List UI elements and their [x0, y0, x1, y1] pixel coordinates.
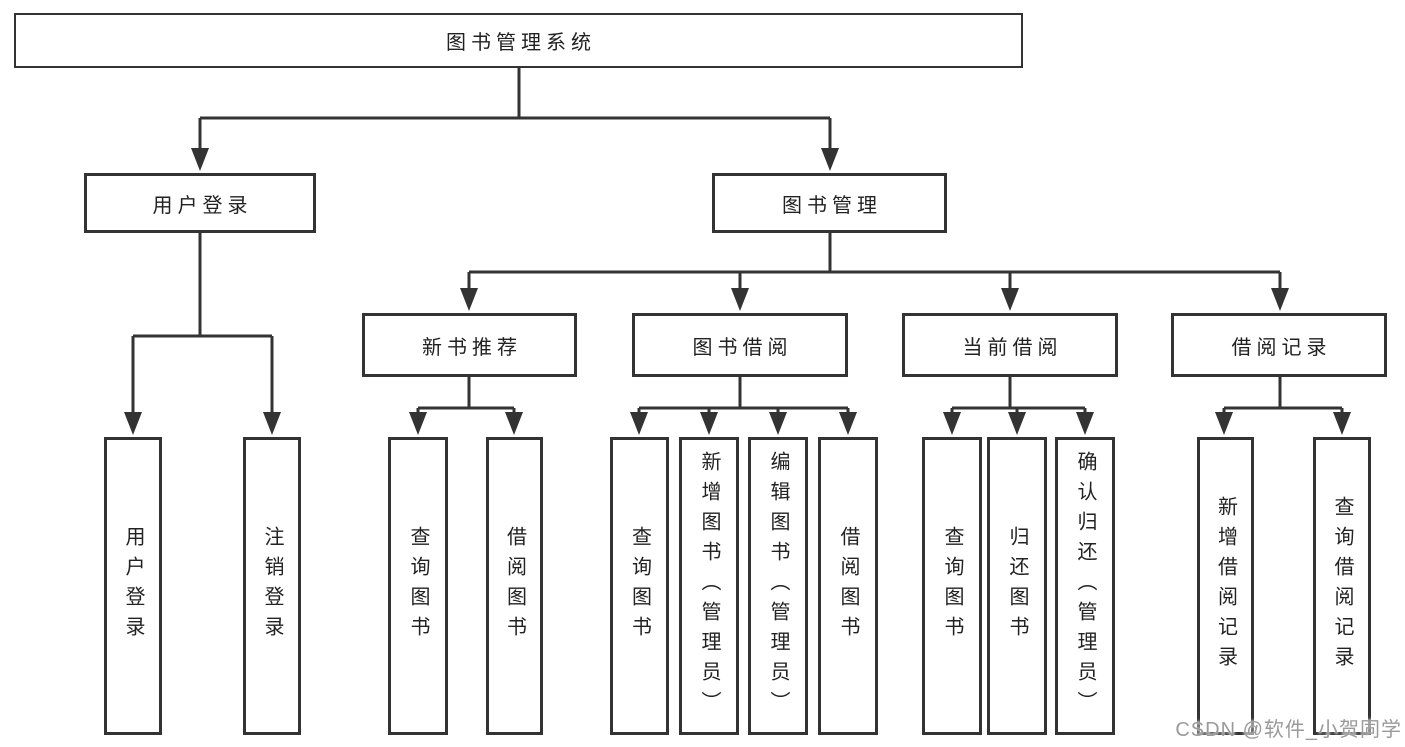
node-label: 借阅图书	[837, 526, 859, 646]
node-label: 查询图书	[628, 526, 651, 646]
connector-current-borrowing-children	[943, 377, 1094, 435]
leaf-edit-books-admin: 编辑图书（管理员）	[748, 437, 808, 735]
leaf-query-books-recommend: 查询图书	[388, 437, 448, 735]
node-label: 当前借阅	[962, 336, 1063, 359]
node-label: 借阅图书	[503, 526, 526, 646]
leaf-query-books-borrowing: 查询图书	[610, 437, 669, 735]
node-library-system: 图书管理系统	[14, 13, 1023, 68]
node-label: 归还图书	[1006, 526, 1028, 646]
node-user-login: 用户登录	[84, 173, 316, 233]
node-label: 用户登录	[152, 194, 253, 217]
node-label: 图书借阅	[692, 336, 793, 359]
csdn-watermark: CSDN @软件_小贺同学	[1175, 719, 1402, 741]
node-label: 查询图书	[941, 526, 963, 646]
node-label: 注销登录	[261, 526, 283, 646]
connector-root-to-level2	[191, 68, 839, 171]
node-label: 编辑图书（管理员）	[767, 451, 789, 721]
node-label: 查询借阅记录	[1331, 496, 1353, 676]
leaf-query-borrow-record: 查询借阅记录	[1313, 437, 1371, 735]
leaf-confirm-return-admin: 确认归还（管理员）	[1055, 437, 1115, 735]
node-book-borrowing: 图书借阅	[632, 313, 848, 377]
node-label: 图书管理	[782, 194, 882, 217]
node-label: 借阅记录	[1231, 336, 1332, 359]
node-current-borrowing: 当前借阅	[902, 313, 1118, 377]
leaf-borrow-books-recommend: 借阅图书	[486, 437, 543, 735]
node-new-book-recommendation: 新书推荐	[362, 313, 577, 377]
connector-book-borrowing-children	[630, 377, 857, 435]
node-label: 查询图书	[407, 526, 429, 646]
connector-new-book-children	[409, 377, 523, 435]
node-label: 新增图书（管理员）	[698, 451, 720, 721]
node-borrowing-records: 借阅记录	[1171, 313, 1387, 377]
leaf-borrow-books-borrowing: 借阅图书	[818, 437, 878, 735]
leaf-add-borrow-record: 新增借阅记录	[1197, 437, 1254, 735]
leaf-query-books-current: 查询图书	[922, 437, 982, 735]
node-label: 用户登录	[122, 526, 144, 646]
leaf-user-login: 用户登录	[104, 437, 162, 735]
node-label: 确认归还（管理员）	[1074, 451, 1096, 721]
connector-borrowing-records-children	[1215, 377, 1351, 435]
connector-book-management-children	[460, 233, 1289, 311]
leaf-add-books-admin: 新增图书（管理员）	[679, 437, 739, 735]
node-label: 图书管理系统	[446, 32, 596, 54]
connector-user-login-children	[124, 233, 281, 435]
node-book-management: 图书管理	[712, 173, 947, 233]
node-label: 新增借阅记录	[1214, 496, 1237, 676]
leaf-return-books: 归还图书	[987, 437, 1047, 735]
leaf-logout-login: 注销登录	[243, 437, 301, 735]
node-label: 新书推荐	[422, 336, 522, 359]
